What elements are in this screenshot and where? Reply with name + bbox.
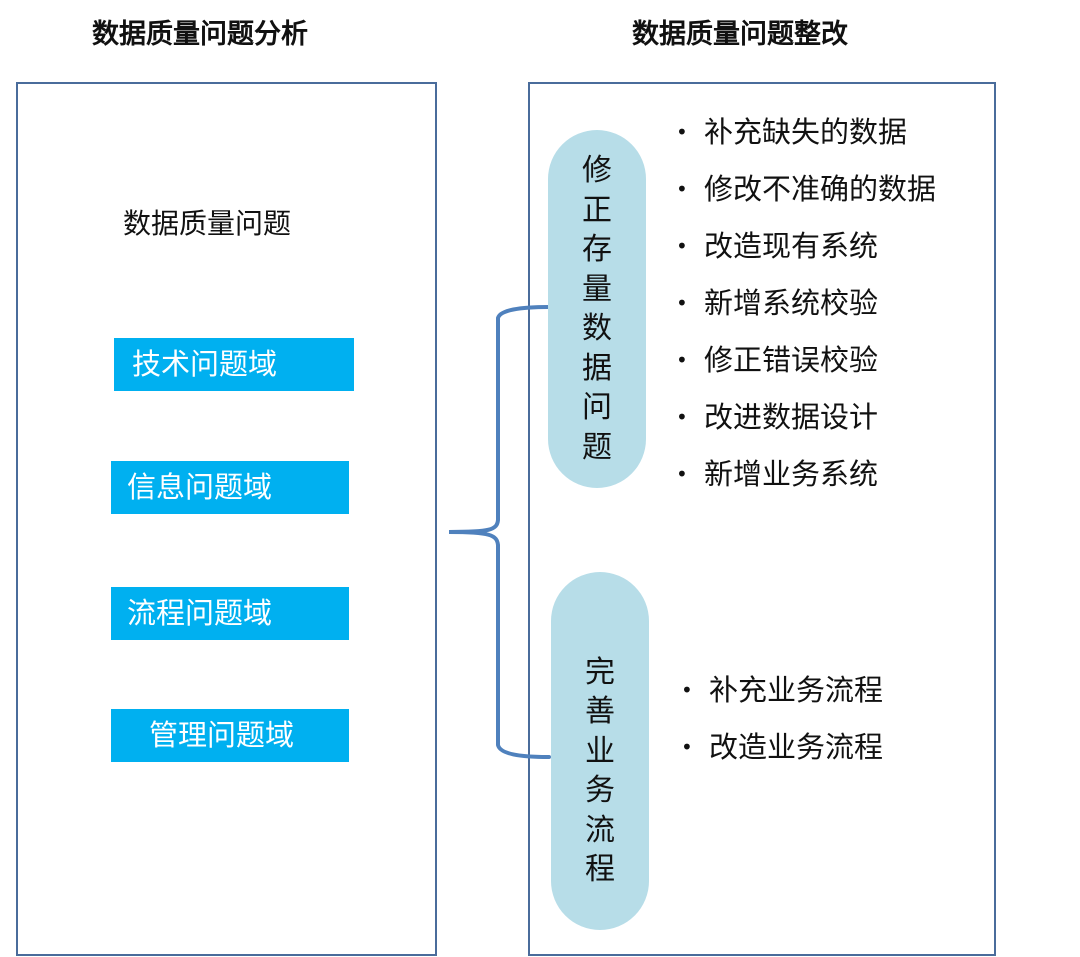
item-text: 补充业务流程 [709,673,884,707]
list-item: •新增系统校验 [676,286,879,320]
list-item: •新增业务系统 [676,457,879,491]
domain-box-info: 信息问题域 [111,461,349,514]
fix-list: •补充缺失的数据 •修改不准确的数据 •改造现有系统 •新增系统校验 •修正错误… [676,112,936,494]
pill-improve-process: 完善业务流程 [551,572,649,930]
list-item: •补充业务流程 [681,673,884,707]
pill-label: 完善业务流程 [585,654,615,888]
pill-label: 修正存量数据问题 [582,153,612,465]
item-text: 新增业务系统 [704,457,879,491]
list-item: •改造业务流程 [681,730,884,764]
item-text: 修改不准确的数据 [704,172,937,206]
item-text: 新增系统校验 [704,286,879,320]
item-text: 改进数据设计 [704,400,879,434]
list-item: •改进数据设计 [676,400,879,434]
item-text: 修正错误校验 [704,343,879,377]
list-item: •修正错误校验 [676,343,879,377]
list-item: •修改不准确的数据 [676,172,937,206]
list-item: •改造现有系统 [676,229,879,263]
domain-box-tech: 技术问题域 [114,338,354,391]
pill-fix-existing-data: 修正存量数据问题 [548,130,646,488]
rectification-panel [528,82,996,956]
domain-box-management: 管理问题域 [111,709,349,762]
process-list: •补充业务流程 •改造业务流程 [681,670,883,767]
item-text: 改造业务流程 [709,730,884,764]
item-text: 改造现有系统 [704,229,879,263]
right-title: 数据质量问题整改 [632,19,848,50]
item-text: 补充缺失的数据 [704,115,908,149]
domain-box-process: 流程问题域 [111,587,349,640]
list-item: •补充缺失的数据 [676,115,908,149]
left-title: 数据质量问题分析 [92,19,308,50]
quality-issues-heading: 数据质量问题 [123,207,292,240]
analysis-panel [16,82,437,956]
